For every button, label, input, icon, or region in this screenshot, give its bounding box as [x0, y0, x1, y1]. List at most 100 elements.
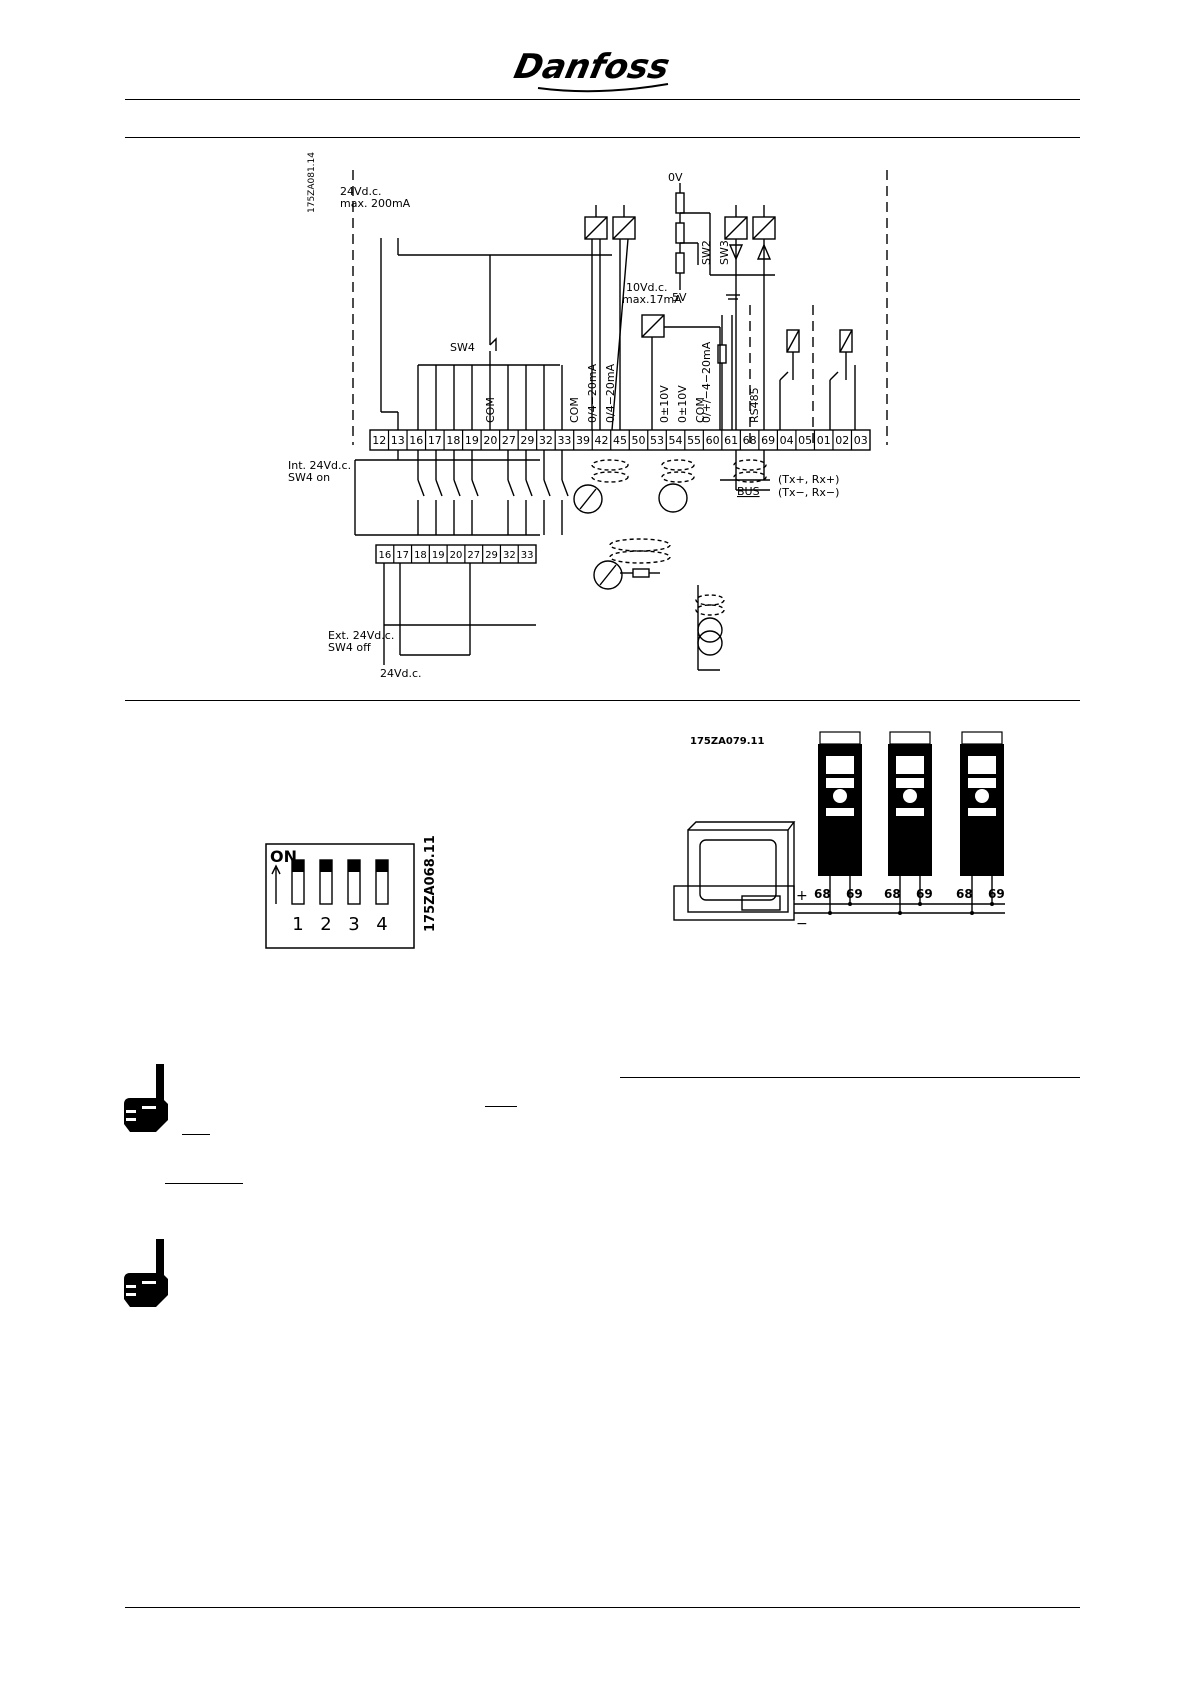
network-drawing-code: 175ZA079.11 [690, 736, 764, 747]
terminal-16: 16 [409, 434, 423, 447]
ext-terminal-18: 18 [414, 550, 427, 561]
ext-terminal-19: 19 [432, 550, 445, 561]
note-underline-3 [165, 1183, 243, 1184]
int-label-line2: SW4 on [288, 471, 330, 484]
terminal-60: 60 [706, 434, 720, 447]
terminal-20: 20 [483, 434, 497, 447]
note-rule [620, 1077, 1080, 1078]
section-rule-mid [125, 700, 1080, 701]
bus-tx-minus: (Tx−, Rx−) [778, 486, 839, 499]
bus-label: BUS [737, 485, 760, 498]
dip-number-4: 4 [376, 914, 387, 935]
logo-text: Danfoss [511, 47, 673, 87]
drive-terminal-68: 68 [956, 887, 973, 901]
terminal-61: 61 [724, 434, 738, 447]
bus-tx-plus: (Tx+, Rx+) [778, 473, 839, 486]
label-com-20: COM [484, 397, 497, 423]
supply-10v-line2: max.17mA [622, 293, 682, 306]
dip-switch-knob-4 [376, 860, 388, 872]
ext-terminal-17: 17 [396, 550, 409, 561]
terminal-50: 50 [632, 434, 646, 447]
drive-terminal-69: 69 [916, 887, 933, 901]
terminal-17: 17 [428, 434, 442, 447]
supply-24v-line2: max. 200mA [340, 197, 411, 210]
label-com-39: COM [568, 397, 581, 423]
ext-terminal-27: 27 [467, 550, 480, 561]
header-rule-bottom [125, 137, 1080, 138]
terminal-54: 54 [669, 434, 683, 447]
label-com-55: COM [694, 397, 707, 423]
note-underline-2 [182, 1134, 210, 1135]
terminal-02: 02 [835, 434, 849, 447]
terminal-33: 33 [557, 434, 571, 447]
terminal-12: 12 [372, 434, 386, 447]
note-underline-1 [485, 1106, 517, 1107]
drive-terminal-68: 68 [814, 887, 831, 901]
terminal-45: 45 [613, 434, 627, 447]
danfoss-logo: Danfoss [511, 47, 673, 93]
terminal-05: 05 [798, 434, 812, 447]
terminal-03: 03 [854, 434, 868, 447]
note-hand-icon [124, 1064, 168, 1132]
ext-supply-label: 24Vd.c. [380, 667, 422, 680]
terminal-04: 04 [780, 434, 794, 447]
terminal-29: 29 [520, 434, 534, 447]
dip-number-1: 1 [292, 914, 303, 935]
drive-unit-3: 68 69 [956, 731, 1005, 915]
drive-unit-1: 68 69 [814, 731, 863, 915]
ext-label-line2: SW4 off [328, 641, 371, 654]
network-minus: − [796, 916, 808, 932]
label-0v: 0V [668, 171, 683, 184]
ext-terminal-32: 32 [503, 550, 516, 561]
supply-24v-line1: 24Vd.c. [340, 185, 382, 198]
network-plus: + [796, 888, 808, 904]
note-hand-icon-2 [124, 1239, 168, 1307]
ext-terminal-20: 20 [450, 550, 463, 561]
terminal-01: 01 [817, 434, 831, 447]
label-5v: 5V [672, 291, 687, 304]
drive-terminal-69: 69 [846, 887, 863, 901]
label-rs485: RS485 [748, 387, 761, 423]
terminal-68: 68 [743, 434, 757, 447]
terminal-strip: 12 13 16 17 18 19 20 27 29 32 33 39 42 45 50 53 54 55 60 61… [372, 430, 868, 450]
header-rule-top [125, 99, 1080, 100]
dip-switch-knob-2 [320, 860, 332, 872]
terminal-55: 55 [687, 434, 701, 447]
terminal-69: 69 [761, 434, 775, 447]
footer-rule [125, 1607, 1080, 1608]
int-label-line1: Int. 24Vd.c. [288, 459, 351, 472]
terminal-53: 53 [650, 434, 664, 447]
label-sw3: SW3 [718, 240, 731, 265]
terminal-39: 39 [576, 434, 590, 447]
dip-on-label: ON [270, 847, 297, 866]
ext-terminal-16: 16 [379, 550, 392, 561]
terminal-18: 18 [446, 434, 460, 447]
label-sw4: SW4 [450, 341, 475, 354]
ext-terminal-strip: 16 17 18 19 20 27 29 32 33 [379, 545, 534, 563]
terminal-27: 27 [502, 434, 516, 447]
label-v53: 0±10V [658, 385, 671, 423]
dip-number-3: 3 [348, 914, 359, 935]
label-a42: 0/4−20mA [586, 363, 599, 423]
drawing-code-wiring: 175ZA081.14 [307, 152, 317, 213]
terminal-42: 42 [594, 434, 608, 447]
network-diagram: 175ZA079.11 + − 68 69 68 69 68 69 [673, 731, 1005, 932]
drive-unit-2: 68 69 [884, 731, 933, 915]
terminal-19: 19 [465, 434, 479, 447]
dip-switch-knob-1 [292, 860, 304, 872]
drive-terminal-68: 68 [884, 887, 901, 901]
dip-drawing-code: 175ZA068.11 [423, 835, 438, 932]
wiring-diagram: 12 13 16 17 18 19 20 27 29 32 33 39 42 45 50 53 54 55 60 61… [288, 152, 888, 680]
ext-label-line1: Ext. 24Vd.c. [328, 629, 394, 642]
dip-number-2: 2 [320, 914, 331, 935]
ext-terminal-33: 33 [521, 550, 534, 561]
label-v54: 0±10V [676, 385, 689, 423]
label-sw2: SW2 [700, 240, 713, 265]
label-a60: 0/+/−4−20mA [700, 341, 713, 423]
terminal-32: 32 [539, 434, 553, 447]
drive-terminal-69: 69 [988, 887, 1005, 901]
supply-10v-line1: 10Vd.c. [626, 281, 668, 294]
ext-terminal-29: 29 [485, 550, 498, 561]
terminal-13: 13 [391, 434, 405, 447]
